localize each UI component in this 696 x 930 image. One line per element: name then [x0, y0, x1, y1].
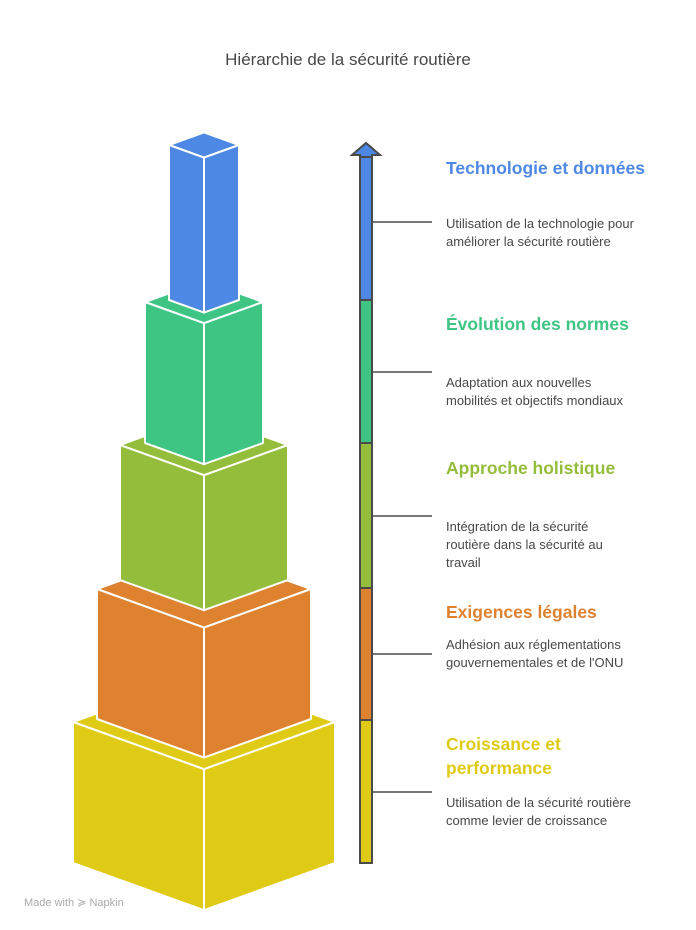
- block-right-face: [203, 444, 289, 612]
- block-right-face: [203, 721, 336, 912]
- level-desc-norms: Adaptation aux nouvelles mobilités et ob…: [446, 375, 624, 408]
- block-right-face: [203, 301, 264, 466]
- arrow-head-icon: [349, 141, 383, 158]
- level-desc-legal: Adhésion aux réglementations gouvernemen…: [446, 637, 624, 670]
- level-heading-growth: Croissance et performance: [446, 734, 561, 778]
- block-left-face: [144, 301, 205, 466]
- arrow-segment: [359, 442, 373, 589]
- diagram-title: Hiérarchie de la sécurité routière: [225, 50, 471, 69]
- block-left-face: [119, 444, 205, 612]
- napkin-watermark: Made with ≽ Napkin: [24, 897, 124, 909]
- block-right-face: [203, 144, 240, 314]
- level-heading-norms: Évolution des normes: [446, 314, 629, 334]
- level-desc-technology: Utilisation de la technologie pour améli…: [446, 216, 634, 249]
- arrow-segment: [359, 587, 373, 721]
- level-desc-growth: Utilisation de la sécurité routière comm…: [446, 795, 631, 828]
- block-left-face: [168, 144, 205, 314]
- level-heading-legal: Exigences légales: [446, 602, 597, 622]
- level-heading-technology: Technologie et données: [446, 158, 646, 178]
- arrow-segment: [359, 154, 373, 301]
- level-heading-holistic: Approche holistique: [446, 458, 616, 478]
- level-desc-holistic: Intégration de la sécurité routière dans…: [446, 519, 603, 570]
- arrow-segment: [359, 719, 373, 864]
- block-right-face: [203, 588, 312, 759]
- arrow-segment: [359, 299, 373, 444]
